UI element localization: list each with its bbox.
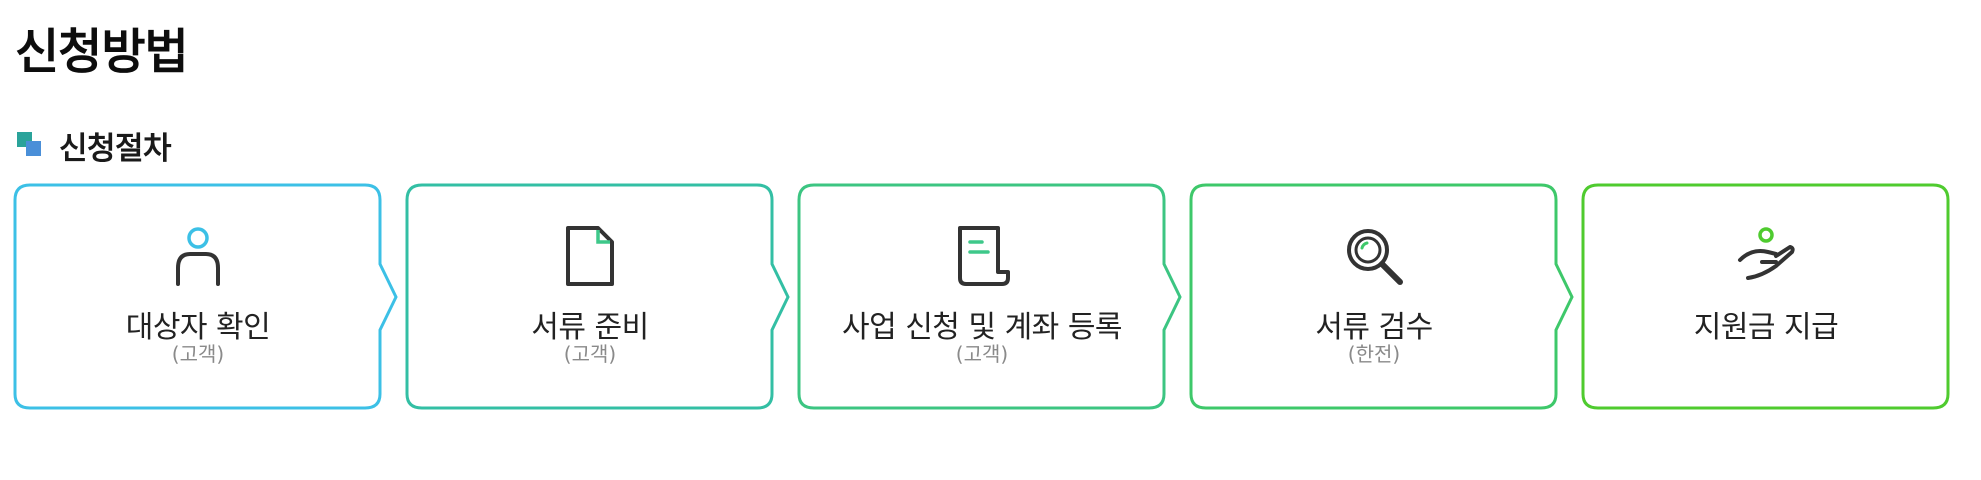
- section-heading: 신청절차: [17, 122, 172, 168]
- step-box-5: [1581, 183, 1950, 410]
- process-steps: 대상자 확인 (고객) 서류 준비 (고객) 사업 신청 및 계좌 등록 (고객…: [13, 183, 1954, 410]
- step-box-3: [797, 183, 1182, 410]
- step-apply-register: 사업 신청 및 계좌 등록 (고객): [797, 183, 1182, 410]
- step-box-1: [13, 183, 398, 410]
- step-document-review: 서류 검수 (한전): [1189, 183, 1574, 410]
- step-sub: (고객): [955, 342, 1009, 366]
- step-sub: (고객): [171, 342, 225, 366]
- step-label: 사업 신청 및 계좌 등록: [841, 310, 1123, 345]
- hand-coin-icon: [1738, 227, 1795, 280]
- step-box-4: [1189, 183, 1574, 410]
- magnifier-icon: [1347, 229, 1403, 285]
- step-subsidy-payment: 지원금 지급: [1581, 183, 1950, 410]
- step-document-prep: 서류 준비 (고객): [405, 183, 790, 410]
- step-sub: (한전): [1347, 342, 1401, 366]
- step-target-check: 대상자 확인 (고객): [13, 183, 398, 410]
- page-title: 신청방법: [15, 24, 189, 80]
- step-label: 서류 검수: [1315, 310, 1433, 345]
- step-label: 서류 준비: [531, 310, 649, 345]
- section-square-icon: [17, 132, 43, 158]
- step-box-2: [405, 183, 790, 410]
- document-icon: [566, 226, 614, 286]
- section-title: 신청절차: [59, 130, 172, 167]
- scroll-icon: [958, 226, 1010, 286]
- step-label: 대상자 확인: [125, 310, 271, 345]
- step-sub: (고객): [563, 342, 617, 366]
- step-label: 지원금 지급: [1693, 310, 1839, 345]
- person-icon: [176, 227, 220, 286]
